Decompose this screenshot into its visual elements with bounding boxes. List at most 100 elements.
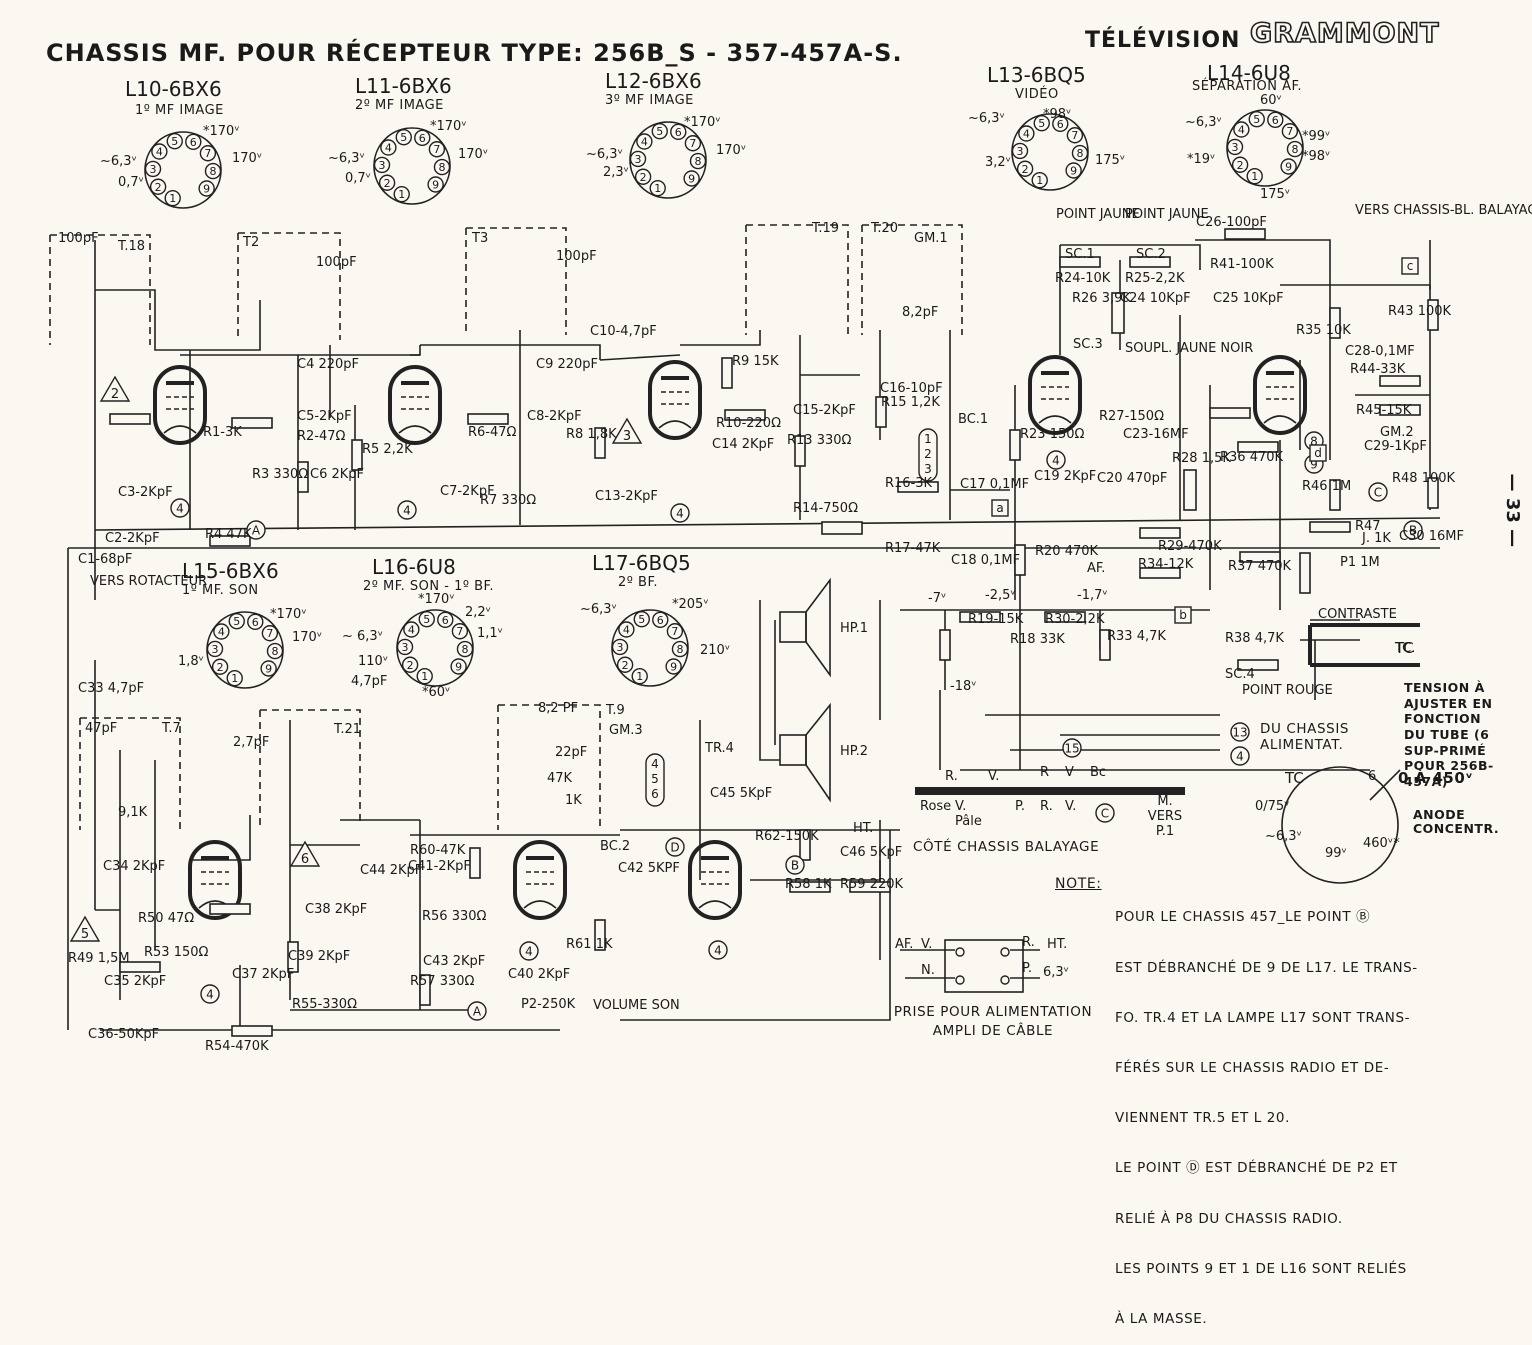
resistor <box>231 1025 273 1037</box>
plug-af: AF. <box>895 937 914 952</box>
l10-pin7-voltage: *170ᵛ <box>203 124 240 139</box>
component-label-sound: 2,7pF <box>233 735 270 750</box>
box-shape <box>1309 444 1327 462</box>
marker-ring <box>170 498 190 518</box>
pin-3: 3 <box>396 638 414 656</box>
l12-pin4-voltage: ~6,3ᵛ <box>586 147 623 162</box>
component-label-image-if: R6-47Ω <box>468 425 517 440</box>
component-label-sync: R35 10K <box>1296 323 1351 338</box>
strip-label-p: P. <box>1015 799 1025 814</box>
pin-number: 3 <box>635 153 642 166</box>
pin-circle <box>651 122 668 140</box>
component-label-video: R26 3,9K <box>1072 291 1131 306</box>
pin-5: 5 <box>395 128 412 146</box>
box-text: b <box>1179 608 1187 622</box>
pin-3: 3 <box>144 160 162 178</box>
component-label-sound: 47K <box>547 771 573 786</box>
component-label-sound: VOLUME SON <box>593 998 680 1013</box>
plug-v: V. <box>921 937 933 952</box>
component-label-image-if: R5 2,2K <box>362 442 413 457</box>
resistor <box>1059 256 1101 268</box>
pin-number: 8 <box>461 643 468 656</box>
l15-pin3-voltage: 1,8ᵛ <box>178 654 205 669</box>
tube-envelope <box>513 840 567 920</box>
pin-circle <box>260 660 277 677</box>
component-label-image-if: C14 2KpF <box>712 437 775 452</box>
marker-text: 4 <box>676 507 684 521</box>
component-label-sync: C29-1KpF <box>1364 439 1427 454</box>
pin-number: 9 <box>1285 160 1292 173</box>
marker-circle-4: 4 <box>1046 450 1066 470</box>
pin-1: 1 <box>1246 167 1263 185</box>
pin-number: 4 <box>408 624 415 637</box>
pin-circle <box>1246 167 1263 185</box>
pin-8: 8 <box>1071 144 1089 162</box>
component-label-sound: R61 1K <box>566 937 613 952</box>
pin-circle <box>1052 115 1069 133</box>
marker-text: 4 <box>403 504 411 518</box>
pin-number: 2 <box>384 177 391 190</box>
resistor <box>1139 567 1181 579</box>
pin-circle <box>144 160 162 178</box>
component-label-image-if: C4 220pF <box>297 357 360 372</box>
tube-grid <box>701 871 729 885</box>
component-label-sound: C36-50KpF <box>88 1027 160 1042</box>
pin-number: 6 <box>1272 114 1279 127</box>
pin-3: 3 <box>1226 138 1244 156</box>
resistor <box>119 961 161 973</box>
pin-number: 6 <box>190 136 197 149</box>
pin-circle <box>204 162 222 180</box>
pin-number: 6 <box>1057 118 1064 131</box>
marker-text: B <box>791 859 799 873</box>
pin-4: 4 <box>213 623 230 640</box>
component-label-image-if: R1-3K <box>203 425 242 440</box>
resistor <box>789 881 831 893</box>
pin-circle <box>1018 125 1035 142</box>
pin-number: 2 <box>407 659 414 672</box>
l15-pin7-voltage: *170ᵛ <box>270 607 307 622</box>
pin-circle <box>636 133 653 150</box>
note-line: FÉRÉS SUR LE CHASSIS RADIO ET DE- <box>1115 1060 1390 1077</box>
tube-l13-role: VIDÉO <box>1015 87 1059 102</box>
l16-pin6-voltage: *170ᵛ <box>418 592 455 607</box>
pin-1: 1 <box>416 667 433 685</box>
marker-box-d: d <box>1309 444 1327 462</box>
pin-circle <box>1071 144 1089 162</box>
tube-l14-name: L14-6U8 <box>1207 61 1291 85</box>
component-label-image-if: BC.1 <box>958 412 989 427</box>
marker-text: 15 <box>1064 742 1079 756</box>
marker-circle-13: 13 <box>1230 722 1250 742</box>
pin-circle <box>247 613 264 631</box>
pin-number: 6 <box>442 614 449 627</box>
marker-text: 4 <box>1236 750 1244 764</box>
component-label-sync: R47 <box>1355 519 1381 534</box>
pin-number: 1 <box>654 182 661 195</box>
pin-5: 5 <box>651 122 668 140</box>
strip-label-r3: R. <box>1040 799 1053 814</box>
pin-number: 5 <box>1038 117 1045 130</box>
pin-number: 9 <box>670 660 677 673</box>
pin-circle <box>401 656 419 673</box>
pin-circle <box>616 656 634 673</box>
pin-5: 5 <box>228 612 245 630</box>
marker-text: 4 <box>1052 454 1060 468</box>
tube-grid <box>661 391 689 405</box>
tube-grid <box>1266 386 1294 400</box>
component-label-image-if: 8,2pF <box>902 305 939 320</box>
marker-capsule: 123 <box>918 428 938 482</box>
pin-circle <box>164 189 181 207</box>
component-label-sound: T.7 <box>162 721 181 736</box>
pin-circle <box>226 669 243 687</box>
capsule-digit: 3 <box>924 462 932 476</box>
component-label-sync: R46 1M <box>1302 479 1352 494</box>
component-label-image-if: T.20 <box>871 221 899 236</box>
pin-7: 7 <box>1066 127 1084 144</box>
component-label-sound: T.9 <box>606 703 625 718</box>
pin-6: 6 <box>1052 115 1069 133</box>
tube-cathode <box>523 900 557 909</box>
pin-number: 7 <box>1071 129 1078 142</box>
resistor <box>799 829 811 861</box>
tube-l12-role: 3º MF IMAGE <box>605 93 694 108</box>
component-label-video: R33 4,7K <box>1107 629 1166 644</box>
